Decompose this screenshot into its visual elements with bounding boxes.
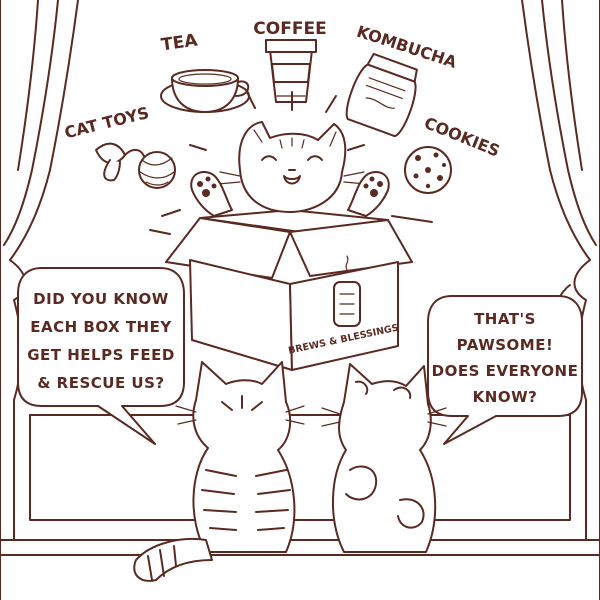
brand-logo-icon	[333, 255, 361, 327]
bubble-left-line-1: DID YOU KNOW	[33, 290, 169, 308]
bubble-left-line-4: & RESCUE US?	[37, 374, 164, 392]
kombucha-jar-icon	[345, 52, 418, 138]
speech-bubble-left: DID YOU KNOW EACH BOX THEY GET HELPS FEE…	[17, 267, 185, 445]
calico-cat	[321, 363, 447, 553]
tabby-cat	[133, 361, 305, 582]
bubble-right-line-4: KNOW?	[473, 388, 538, 406]
coffee-cup-icon	[265, 39, 317, 103]
coffee-label: COFFEE	[253, 19, 326, 39]
burst-lines	[149, 89, 433, 235]
bubble-right-line-3: DOES EVERYONE	[432, 362, 579, 380]
bubble-left-line-3: GET HELPS FEED	[27, 346, 175, 364]
bubble-right-line-2: PAWSOME!	[457, 336, 554, 354]
tea-cup-icon	[160, 69, 250, 113]
box-cat	[190, 121, 390, 217]
tea-label: TEA	[160, 30, 200, 55]
cat-toys-label: CAT TOYS	[62, 103, 150, 142]
bubble-right-line-1: THAT'S	[474, 310, 536, 328]
speech-bubble-right: THAT'S PAWSOME! DOES EVERYONE KNOW?	[427, 295, 583, 445]
box: BREWS & BLESSINGS	[165, 217, 413, 371]
cat-toys-icon	[95, 142, 176, 189]
bubble-left-line-2: EACH BOX THEY	[30, 318, 172, 336]
cookie-icon	[404, 146, 452, 194]
